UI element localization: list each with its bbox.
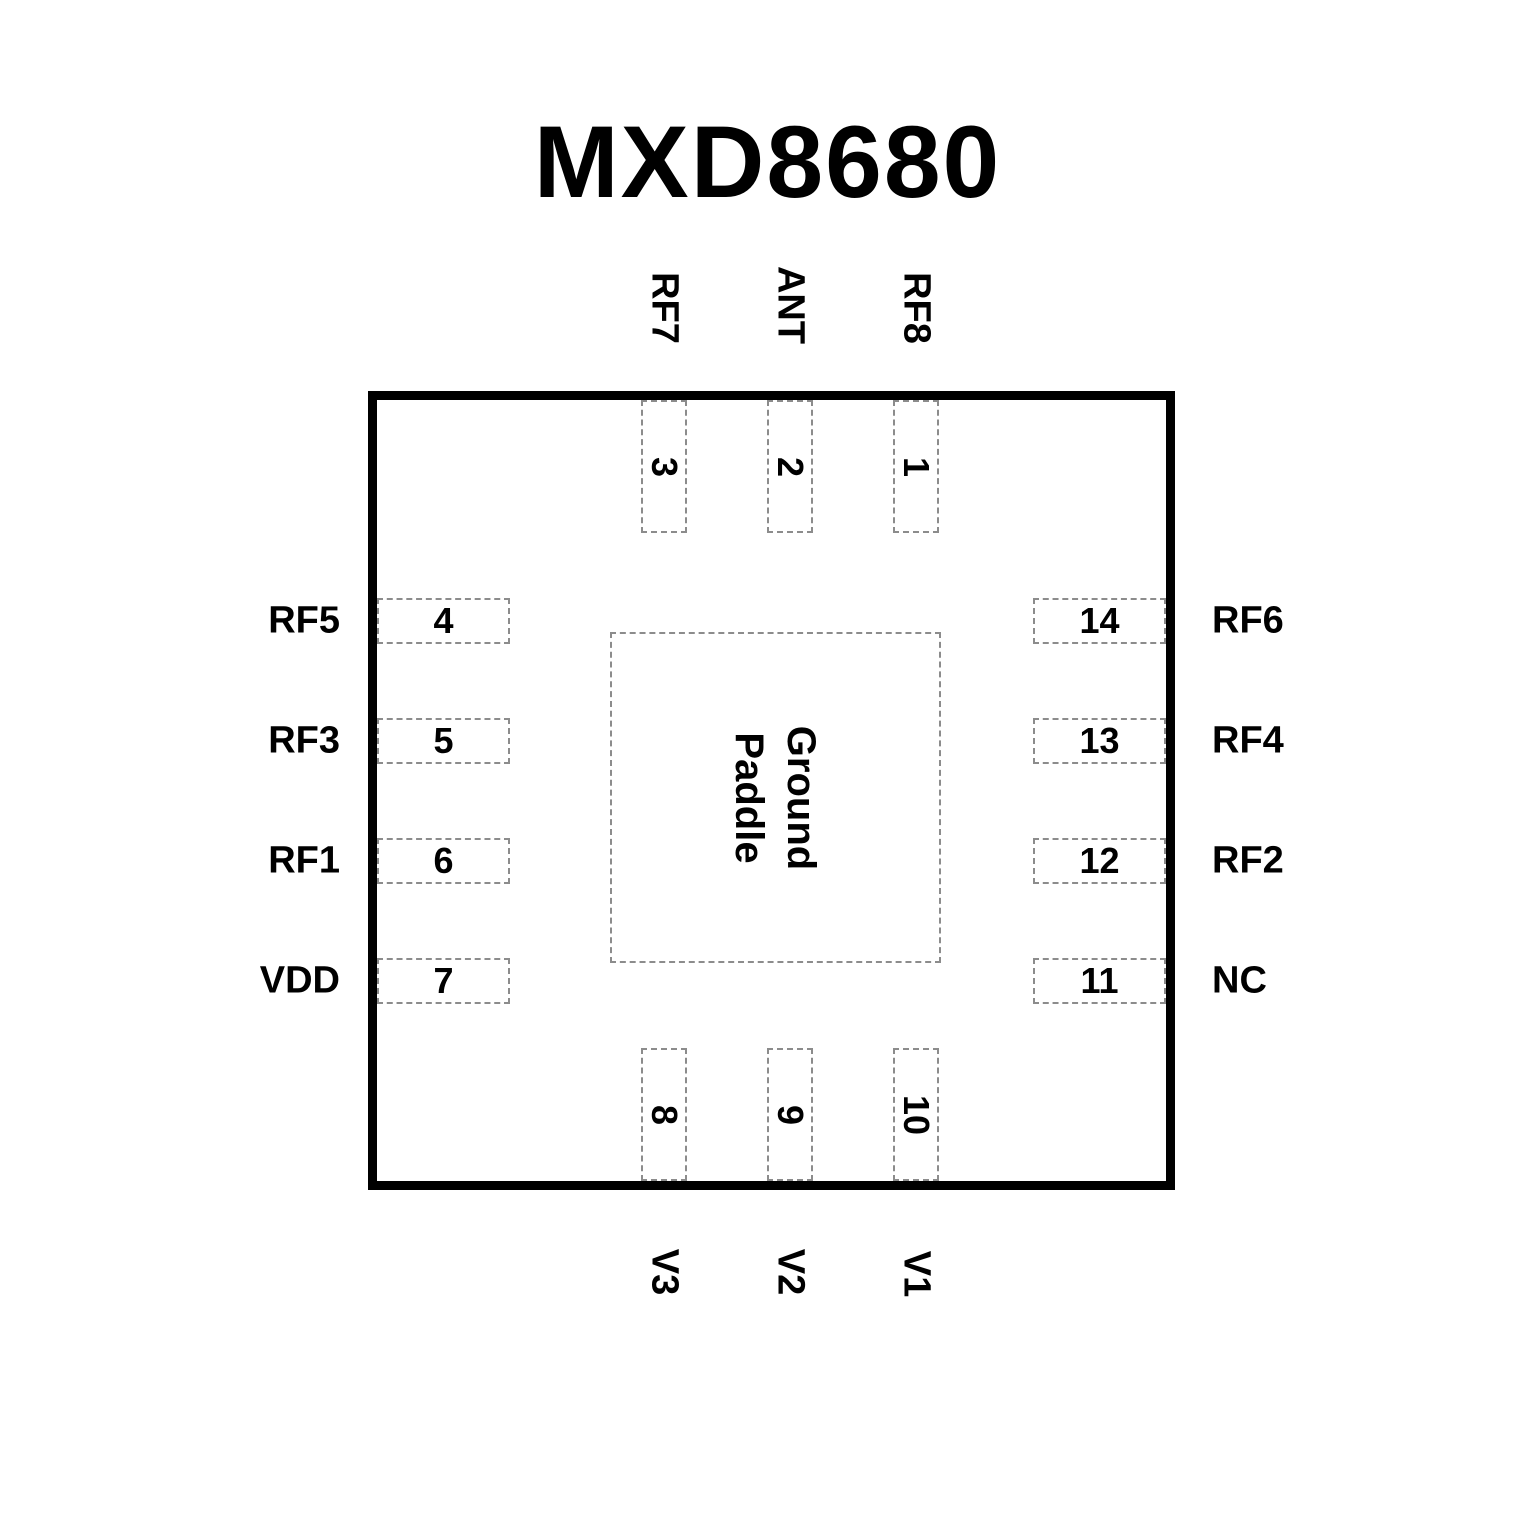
- pin-2: 2: [767, 400, 813, 533]
- pin-label-vdd: VDD: [259, 959, 340, 1002]
- pin-12-number: 12: [1079, 840, 1120, 881]
- pin-label-nc: NC: [1212, 959, 1267, 1002]
- pin-3-number: 3: [644, 456, 685, 477]
- pin-2-number: 2: [770, 456, 811, 477]
- pin-5: 5: [377, 718, 510, 764]
- pin-8-number: 8: [644, 1104, 685, 1125]
- pin-14: 14: [1033, 598, 1166, 644]
- pin-label-rf3: RF3: [268, 719, 340, 762]
- pin-label-rf1: RF1: [268, 839, 340, 882]
- pin-4-number: 4: [433, 600, 454, 641]
- pin-label-rf5: RF5: [268, 599, 340, 642]
- pin-6-number: 6: [433, 840, 454, 881]
- pin-13-number: 13: [1079, 720, 1120, 761]
- pin-5-number: 5: [433, 720, 454, 761]
- pin-10-number: 10: [895, 1094, 937, 1135]
- ground-paddle-line2: Paddle: [727, 731, 772, 864]
- pin-label-ant: ANT: [769, 265, 812, 345]
- pin-1-number: 1: [896, 456, 937, 477]
- pin-label-v2: V2: [769, 1248, 812, 1296]
- chip-title: MXD8680: [533, 105, 1002, 219]
- pin-1: 1: [893, 400, 939, 533]
- pin-label-rf7: RF7: [643, 272, 686, 344]
- ground-paddle-label: Ground Paddle: [723, 725, 827, 869]
- pin-11-number: 11: [1080, 960, 1119, 1001]
- pin-10: 10: [893, 1048, 939, 1181]
- pin-11: 11: [1033, 958, 1166, 1004]
- pin-7-number: 7: [433, 960, 454, 1001]
- pin-6: 6: [377, 838, 510, 884]
- pin-label-rf6: RF6: [1212, 599, 1284, 642]
- pin-13: 13: [1033, 718, 1166, 764]
- pin-4: 4: [377, 598, 510, 644]
- pin-7: 7: [377, 958, 510, 1004]
- ground-paddle: Ground Paddle: [610, 632, 941, 963]
- pin-label-v3: V3: [643, 1248, 686, 1296]
- pin-8: 8: [641, 1048, 687, 1181]
- pin-label-rf8: RF8: [895, 272, 938, 344]
- pin-9: 9: [767, 1048, 813, 1181]
- pin-label-rf4: RF4: [1212, 719, 1284, 762]
- pin-label-rf2: RF2: [1212, 839, 1284, 882]
- pin-3: 3: [641, 400, 687, 533]
- pin-12: 12: [1033, 838, 1166, 884]
- ground-paddle-line1: Ground: [779, 725, 824, 870]
- pin-label-v1: V1: [895, 1250, 938, 1298]
- pin-9-number: 9: [770, 1104, 811, 1125]
- pin-14-number: 14: [1079, 600, 1120, 641]
